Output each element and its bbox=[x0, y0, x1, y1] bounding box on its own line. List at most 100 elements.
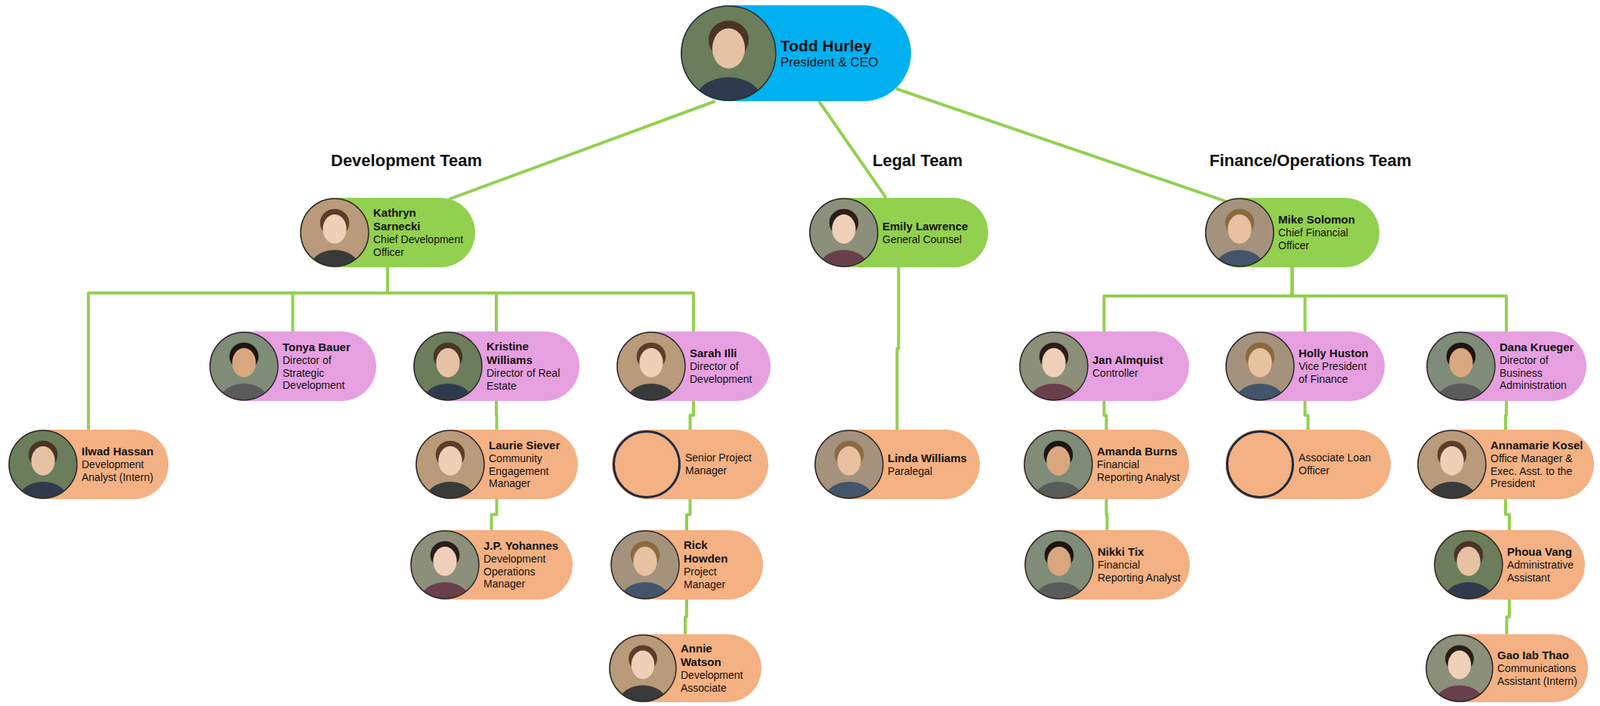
card-pill bbox=[1225, 429, 1391, 500]
photo-shoulders bbox=[18, 481, 68, 517]
photo-face bbox=[432, 546, 457, 577]
photo-shoulders bbox=[420, 582, 470, 618]
person-card: Nikki TixFinancial Reporting Analyst bbox=[1024, 530, 1190, 600]
card-text: Associate Loan Officer bbox=[1298, 451, 1382, 477]
person-name: J.P. Yohannes bbox=[483, 539, 564, 553]
card-text: Tonya BauerDirector of Strategic Develop… bbox=[282, 340, 368, 393]
photo-ring bbox=[1019, 332, 1088, 401]
person-name: Annamarie Kosel bbox=[1490, 438, 1585, 453]
person-name: Phoua Vang bbox=[1507, 545, 1576, 560]
photo-ring bbox=[410, 531, 479, 600]
photo-ring bbox=[1205, 198, 1274, 267]
card-shape bbox=[814, 429, 980, 500]
photo-placeholder bbox=[413, 331, 483, 419]
photo-ring bbox=[609, 635, 677, 702]
reporting-line bbox=[491, 499, 498, 531]
photo-shoulders bbox=[1034, 582, 1084, 618]
person-card: Ilwad HassanDevelopment Analyst (Intern) bbox=[8, 429, 169, 500]
reporting-line bbox=[293, 267, 389, 332]
photo-placeholder bbox=[1023, 429, 1094, 517]
person-card: Todd HurleyPresident & CEO bbox=[680, 5, 912, 102]
person-card: Phoua VangAdministrative Assistant bbox=[1433, 530, 1585, 600]
card-text: Mike SolomonChief Financial Officer bbox=[1278, 213, 1371, 252]
photo-face bbox=[633, 546, 657, 577]
person-name: Emily Lawrence bbox=[882, 219, 980, 234]
reporting-line bbox=[818, 101, 887, 198]
photo-shoulders bbox=[426, 481, 475, 517]
person-card: Gao Iab ThaoCommunications Assistant (In… bbox=[1425, 634, 1588, 703]
photo-shoulders bbox=[694, 77, 763, 126]
person-card: Holly HustonVice President of Finance bbox=[1225, 331, 1385, 402]
photo-face bbox=[1439, 446, 1464, 476]
photo-placeholder bbox=[1225, 331, 1295, 419]
person-card: Tonya BauerDirector of Strategic Develop… bbox=[209, 331, 377, 402]
job-title: Associate Loan Officer bbox=[1298, 451, 1382, 477]
reporting-line bbox=[1104, 401, 1107, 430]
photo-face bbox=[30, 446, 55, 476]
person-card: Sarah IlliDirector of Development bbox=[616, 331, 771, 402]
photo-placeholder bbox=[1433, 530, 1504, 618]
job-title: Director of Real Estate bbox=[486, 367, 571, 393]
card-text: Todd HurleyPresident & CEO bbox=[780, 36, 902, 71]
job-title: Vice President of Finance bbox=[1298, 360, 1376, 386]
photo-placeholder bbox=[1019, 331, 1089, 419]
card-text: Dana KruegerDirector of Business Adminis… bbox=[1499, 340, 1578, 393]
vacant-position-card: Associate Loan Officer bbox=[1225, 429, 1391, 500]
photo-ring bbox=[1434, 531, 1503, 600]
job-title: Financial Reporting Analyst bbox=[1096, 458, 1180, 484]
photo-ring bbox=[1025, 531, 1094, 600]
person-name: Holly Huston bbox=[1298, 346, 1376, 361]
photo-ring bbox=[413, 332, 482, 401]
card-shape bbox=[1019, 331, 1190, 402]
team-heading: Development Team bbox=[328, 151, 485, 171]
person-card: Amanda BurnsFinancial Reporting Analyst bbox=[1023, 429, 1190, 500]
person-card: Laurie SieverCommunity Engagement Manage… bbox=[415, 429, 578, 500]
photo-shoulders bbox=[423, 383, 473, 419]
person-name: Laurie Siever bbox=[488, 438, 569, 453]
job-title: Development Analyst (Intern) bbox=[81, 458, 160, 484]
reporting-line bbox=[1505, 499, 1510, 531]
person-name: Sarah Illi bbox=[689, 346, 762, 361]
team-heading: Legal Team bbox=[870, 151, 965, 171]
person-name: Tonya Bauer bbox=[282, 340, 368, 355]
photo-placeholder bbox=[608, 634, 677, 706]
photo-shoulders bbox=[819, 250, 868, 285]
reporting-line bbox=[88, 267, 388, 430]
photo-shoulders bbox=[627, 383, 676, 419]
card-text: Kathryn SarneckiChief Development Office… bbox=[373, 206, 467, 259]
card-text: Nikki TixFinancial Reporting Analyst bbox=[1097, 545, 1181, 584]
card-text: Annamarie KoselOffice Manager & Exec. As… bbox=[1490, 438, 1585, 491]
card-pill bbox=[611, 429, 769, 500]
reporting-line bbox=[1292, 267, 1306, 332]
photo-ring bbox=[1427, 332, 1495, 401]
job-title: Senior Project Manager bbox=[685, 451, 760, 477]
photo-ring bbox=[210, 332, 278, 401]
person-name: Jan Almquist bbox=[1092, 353, 1180, 368]
card-text: Kristine WilliamsDirector of Real Estate bbox=[486, 339, 571, 393]
photo-placeholder bbox=[1425, 634, 1494, 706]
card-text: Annie WatsonDevelopment Associate bbox=[680, 642, 753, 695]
person-name: Mike Solomon bbox=[1278, 213, 1371, 227]
vacant-photo-ring bbox=[614, 432, 680, 498]
person-name: Gao Iab Thao bbox=[1497, 648, 1579, 663]
person-name: Kristine Williams bbox=[486, 339, 571, 368]
photo-shoulders bbox=[1427, 481, 1477, 517]
photo-ring bbox=[611, 531, 680, 600]
reporting-line bbox=[1305, 401, 1309, 430]
job-title: Community Engagement Manager bbox=[488, 452, 569, 491]
photo-placeholder bbox=[415, 429, 485, 517]
photo-face bbox=[1046, 446, 1070, 476]
team-heading: Finance/Operations Team bbox=[1207, 151, 1414, 171]
job-title: Project Manager bbox=[683, 565, 754, 591]
card-text: Holly HustonVice President of Finance bbox=[1298, 346, 1376, 386]
photo-shoulders bbox=[1444, 582, 1493, 618]
photo-placeholder bbox=[299, 197, 370, 285]
photo-face bbox=[1227, 214, 1251, 245]
card-text: Emily LawrenceGeneral Counsel bbox=[882, 219, 980, 247]
photo-shoulders bbox=[1215, 250, 1264, 285]
photo-placeholder bbox=[616, 331, 686, 419]
person-name: Todd Hurley bbox=[780, 36, 902, 56]
photo-shoulders bbox=[620, 582, 670, 618]
vacant-position-card: Senior Project Manager bbox=[611, 429, 769, 500]
person-card: Rick HowdenProject Manager bbox=[610, 530, 763, 600]
